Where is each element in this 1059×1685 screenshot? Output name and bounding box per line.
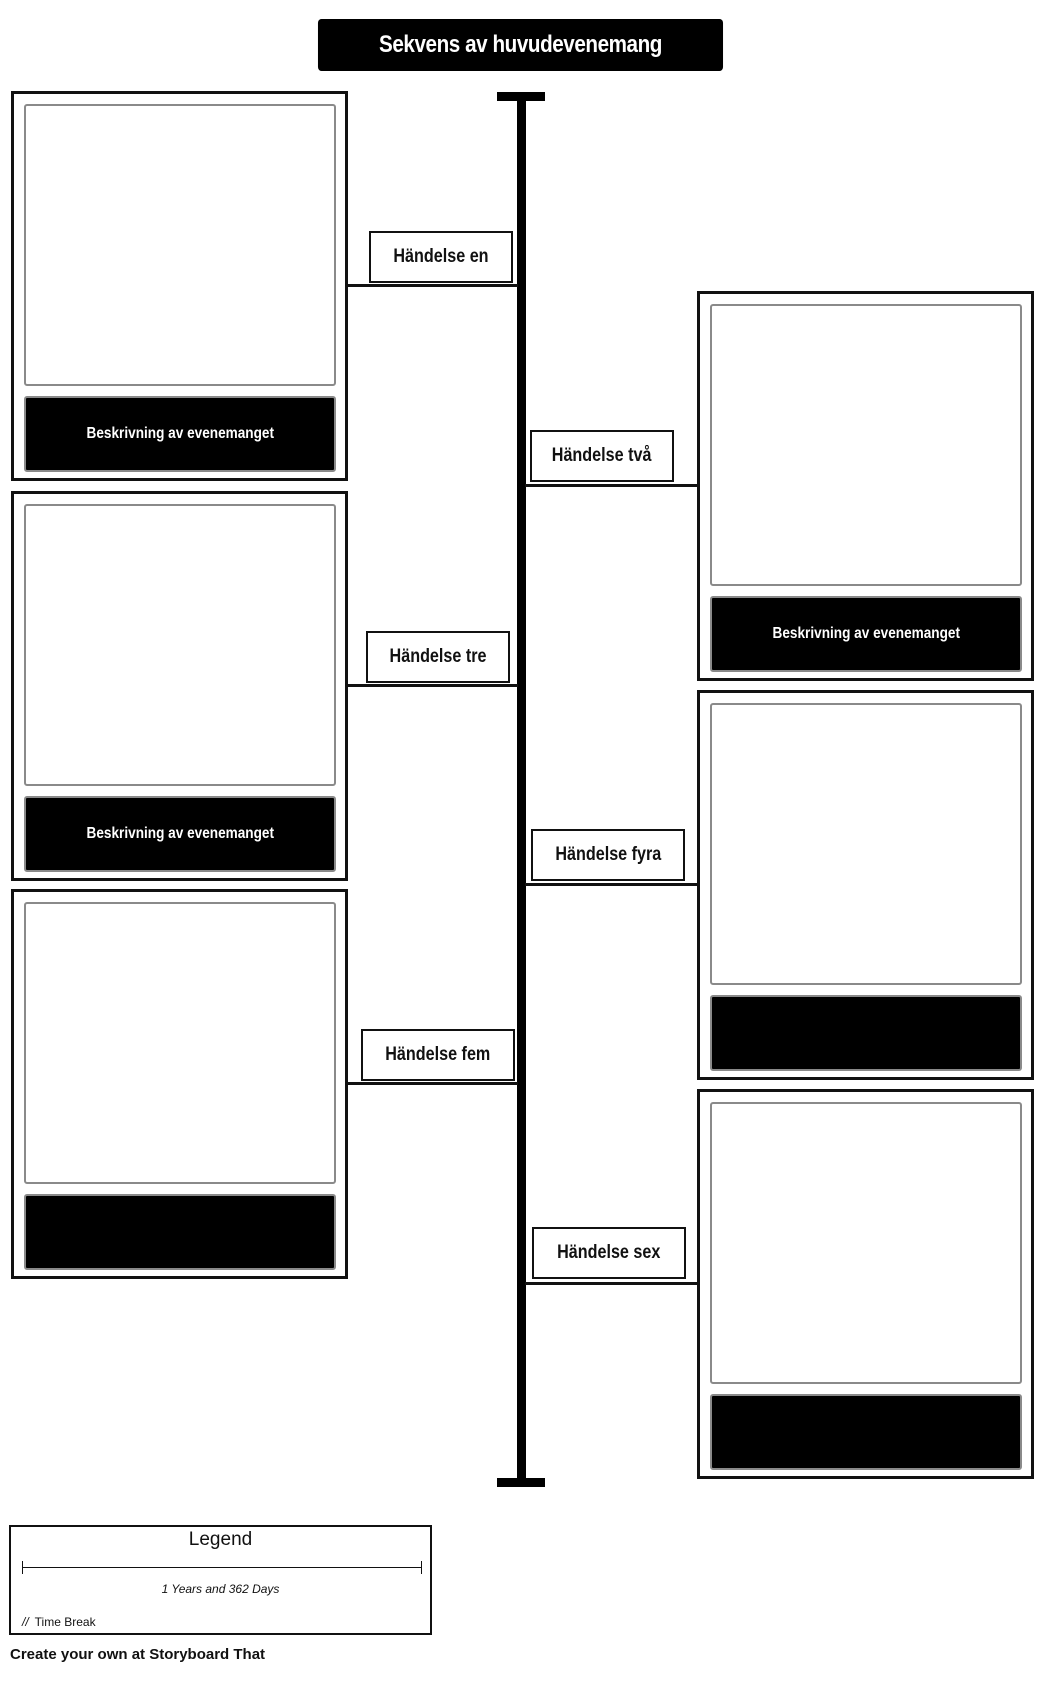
event-image-placeholder[interactable] [710,304,1022,586]
timeline-spine [517,96,526,1482]
legend-scale-tick-start [22,1561,23,1574]
legend-scale-tick-end [421,1561,422,1574]
legend: Legend 1 Years and 362 Days // Time Break [9,1525,432,1635]
event-card-2: Beskrivning av evenemanget [697,291,1034,681]
event-card-5 [11,889,348,1279]
event-card-6 [697,1089,1034,1479]
connector-3 [346,684,518,687]
event-description[interactable] [24,1194,336,1270]
legend-scale-line [22,1567,422,1568]
footer-link[interactable]: Create your own at Storyboard That [10,1646,266,1663]
event-label-1[interactable]: Händelse en [369,231,513,283]
event-card-3: Beskrivning av evenemanget [11,491,348,881]
time-break-label: Time Break [34,1615,96,1629]
event-description[interactable] [710,1394,1022,1470]
event-label-6[interactable]: Händelse sex [532,1227,686,1279]
event-image-placeholder[interactable] [24,902,336,1184]
connector-2 [525,484,698,487]
timeline-top-cap [497,92,545,101]
event-image-placeholder[interactable] [710,703,1022,985]
event-description[interactable] [710,995,1022,1071]
event-image-placeholder[interactable] [710,1102,1022,1384]
time-break-icon: // [22,1615,29,1629]
page-title-text: Sekvens av huvudevenemang [379,31,662,58]
event-label-5[interactable]: Händelse fem [361,1029,515,1081]
timeline-bottom-cap [497,1478,545,1487]
connector-5 [346,1082,518,1085]
event-image-placeholder[interactable] [24,104,336,386]
event-label-2[interactable]: Händelse två [530,430,674,482]
event-description[interactable]: Beskrivning av evenemanget [710,596,1022,672]
event-description[interactable]: Beskrivning av evenemanget [24,796,336,872]
connector-1 [346,284,518,287]
legend-title: Legend [188,1529,253,1550]
connector-6 [525,1282,698,1285]
event-card-1: Beskrivning av evenemanget [11,91,348,481]
event-image-placeholder[interactable] [24,504,336,786]
legend-duration: 1 Years and 362 Days [161,1582,280,1596]
event-label-3[interactable]: Händelse tre [366,631,510,683]
page-title: Sekvens av huvudevenemang [317,19,724,71]
event-card-4 [697,690,1034,1080]
connector-4 [525,883,698,886]
event-description[interactable]: Beskrivning av evenemanget [24,396,336,472]
event-label-4[interactable]: Händelse fyra [531,829,685,881]
legend-time-break: // Time Break [22,1615,96,1629]
